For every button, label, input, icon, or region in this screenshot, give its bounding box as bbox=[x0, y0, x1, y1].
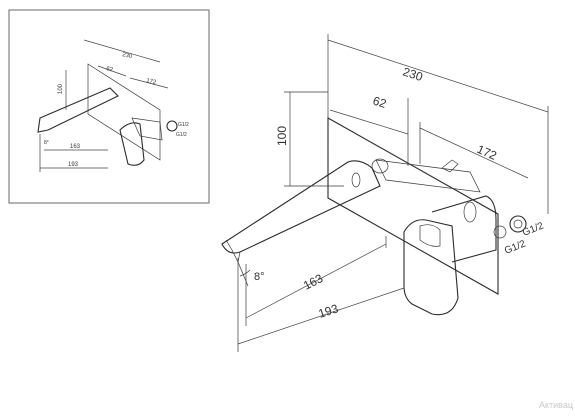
angle-arc bbox=[239, 269, 251, 277]
wall-plate bbox=[327, 117, 499, 295]
body-nut bbox=[441, 159, 459, 173]
thumb-dim-62-line bbox=[97, 65, 127, 77]
inlet-upper bbox=[509, 215, 527, 233]
cartridge-ring bbox=[463, 201, 477, 223]
inlet-lower bbox=[493, 225, 507, 239]
thumb-label-62: 62 bbox=[106, 66, 114, 73]
watermark-text: Активац bbox=[538, 400, 573, 410]
thumb-inlet-circle bbox=[166, 120, 178, 132]
handle-body bbox=[431, 195, 497, 263]
thumb-dim-172-line bbox=[129, 77, 169, 89]
thumbnail-frame bbox=[8, 9, 210, 204]
spout-end bbox=[351, 172, 361, 188]
dim-172-line bbox=[419, 127, 529, 179]
thumb-label-angle: 8° bbox=[44, 140, 49, 146]
handle-cap bbox=[419, 224, 441, 247]
thumb-label-thread-upper: G1/2 bbox=[178, 122, 189, 128]
spout-tip bbox=[225, 239, 241, 264]
thumb-label-100: 100 bbox=[58, 83, 64, 94]
dim-62-line bbox=[329, 109, 409, 135]
label-163: 163 bbox=[301, 271, 325, 293]
label-angle: 8° bbox=[254, 271, 265, 283]
inlet-upper-inner bbox=[513, 219, 523, 229]
label-230: 230 bbox=[401, 65, 425, 85]
wall-plate-bevel bbox=[331, 119, 495, 213]
thumb-label-thread-lower: G1/2 bbox=[176, 132, 187, 138]
thumb-label-193: 193 bbox=[68, 162, 79, 168]
dim-230-line bbox=[327, 39, 549, 113]
angle-ray bbox=[237, 261, 249, 287]
dim-193-line bbox=[237, 287, 405, 345]
dim-163-line bbox=[245, 243, 387, 319]
thumb-dim-230-line bbox=[83, 39, 161, 63]
thumb-body bbox=[131, 117, 163, 141]
label-thread-upper: G1/2 bbox=[521, 220, 546, 238]
mixer-handle bbox=[403, 219, 459, 316]
label-100: 100 bbox=[275, 126, 289, 146]
thumb-spout bbox=[37, 87, 119, 133]
thumb-label-230: 230 bbox=[122, 52, 134, 60]
concealed-body bbox=[375, 159, 481, 193]
thumb-label-172: 172 bbox=[146, 78, 158, 86]
thumb-handle bbox=[119, 122, 145, 166]
label-62: 62 bbox=[371, 94, 388, 112]
label-193: 193 bbox=[317, 301, 341, 321]
label-thread-lower: G1/2 bbox=[503, 238, 528, 256]
thumb-label-163: 163 bbox=[70, 144, 81, 150]
spout-connection bbox=[371, 158, 389, 174]
label-172: 172 bbox=[475, 142, 499, 163]
spout bbox=[221, 160, 381, 254]
thumbnail-drawing: 230 62 172 100 163 193 8° G1/2 G1/2 bbox=[8, 9, 210, 204]
main-drawing: 230 62 172 100 163 193 8° G1/2 G1/2 bbox=[221, 34, 549, 352]
